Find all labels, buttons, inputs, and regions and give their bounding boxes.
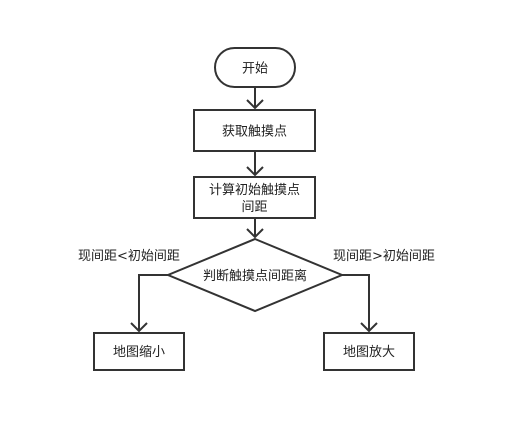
calc-distance-shape <box>193 176 316 219</box>
calc-distance-node: 计算初始触摸点 间距 <box>193 176 316 219</box>
start-node-label: 开始 <box>242 62 268 77</box>
decision-label: 判断触摸点间距离 <box>203 268 307 284</box>
zoom-in-shape <box>323 332 415 371</box>
zoom-in-node: 地图放大 <box>323 332 415 371</box>
arrowhead-icon <box>246 228 264 239</box>
right-branch-label: 现间距>初始间距 <box>333 249 435 264</box>
edge-get-to-calc <box>246 151 264 177</box>
edge-decision-to-zoom-out <box>130 274 168 333</box>
decision-shape <box>165 237 345 313</box>
zoom-out-node: 地图缩小 <box>93 332 185 371</box>
zoom-in-label: 地图放大 <box>343 345 395 360</box>
zoom-out-shape <box>93 332 185 371</box>
edge-start-to-get <box>246 87 264 110</box>
start-node: 开始 <box>214 47 296 88</box>
left-branch-label: 现间距<初始间距 <box>78 249 180 264</box>
get-points-node: 获取触摸点 <box>193 109 316 152</box>
edge-calc-to-decision <box>246 218 264 239</box>
arrowhead-icon <box>130 322 148 333</box>
arrowhead-icon <box>246 166 264 177</box>
zoom-out-label: 地图缩小 <box>113 344 165 360</box>
calc-distance-label-line2: 间距 <box>241 200 267 215</box>
arrowhead-icon <box>246 99 264 110</box>
get-points-shape <box>193 109 316 152</box>
get-points-label: 获取触摸点 <box>222 125 287 140</box>
decision-node: 判断触摸点间距离 <box>165 237 345 313</box>
edge-decision-to-zoom-in <box>342 274 378 333</box>
arrowhead-icon <box>360 322 378 333</box>
calc-distance-label-line1: 计算初始触摸点 <box>209 183 300 198</box>
